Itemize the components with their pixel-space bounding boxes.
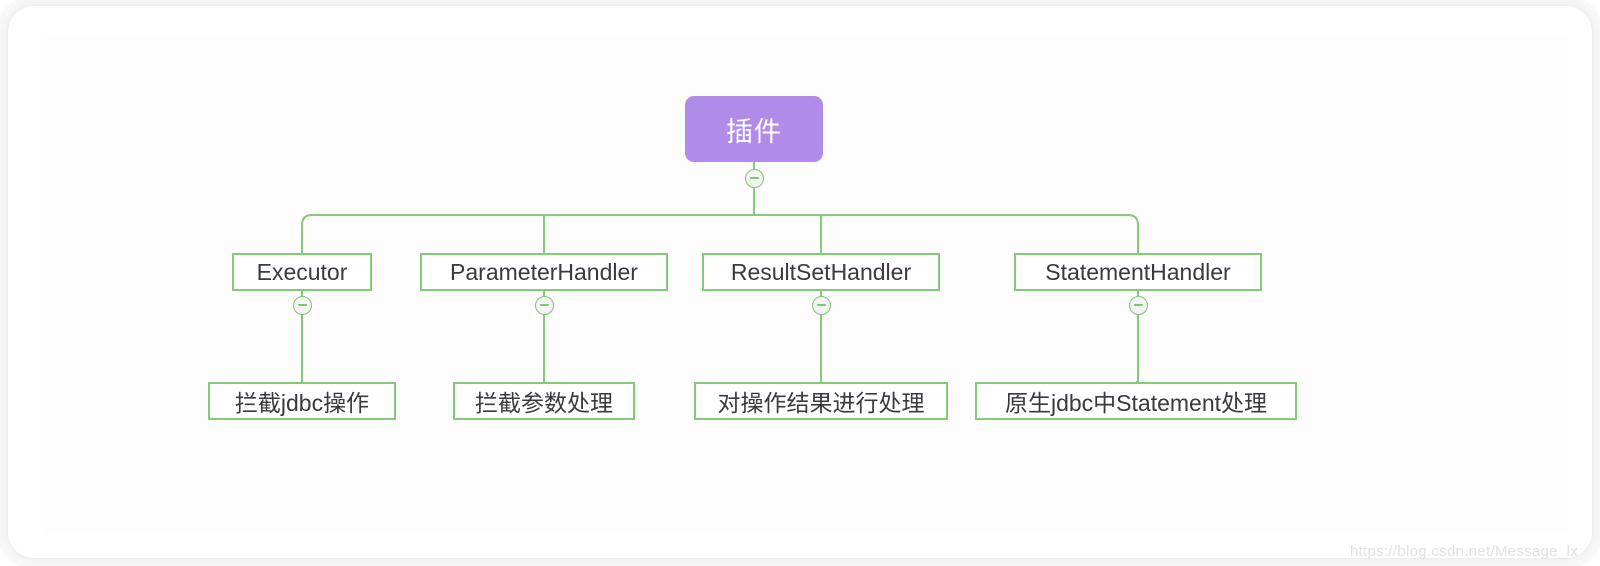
leaf-node-0[interactable]: 拦截jdbc操作 xyxy=(208,382,396,420)
leaf-node-1-label: 拦截参数处理 xyxy=(475,390,613,416)
branch-collapse-toggle-0[interactable] xyxy=(292,295,312,315)
leaf-node-0-label: 拦截jdbc操作 xyxy=(234,390,370,416)
minus-icon xyxy=(1133,304,1143,306)
watermark-text: https://blog.csdn.net/Message_lx xyxy=(1349,543,1578,560)
leaf-node-2[interactable]: 对操作结果进行处理 xyxy=(694,382,948,420)
branch-node-2[interactable]: ResultSetHandler xyxy=(702,253,940,291)
leaf-node-2-label: 对操作结果进行处理 xyxy=(717,390,925,416)
leaf-node-3-label: 原生jdbc中Statement处理 xyxy=(1004,390,1268,416)
minus-icon xyxy=(539,304,549,306)
branch-node-0[interactable]: Executor xyxy=(232,253,372,291)
root-node-label: 插件 xyxy=(726,116,782,147)
branch-node-3-label: StatementHandler xyxy=(1045,258,1231,285)
branch-node-1[interactable]: ParameterHandler xyxy=(420,253,668,291)
branch-node-1-label: ParameterHandler xyxy=(450,258,638,285)
minus-icon xyxy=(816,304,826,306)
minus-icon xyxy=(749,177,759,179)
branch-node-2-label: ResultSetHandler xyxy=(730,258,912,285)
root-node[interactable]: 插件 xyxy=(685,96,823,162)
minus-icon xyxy=(297,304,307,306)
leaf-node-1[interactable]: 拦截参数处理 xyxy=(453,382,635,420)
leaf-node-3[interactable]: 原生jdbc中Statement处理 xyxy=(975,382,1297,420)
branch-node-0-label: Executor xyxy=(256,258,348,285)
branch-collapse-toggle-3[interactable] xyxy=(1128,295,1148,315)
branch-collapse-toggle-2[interactable] xyxy=(811,295,831,315)
root-collapse-toggle[interactable] xyxy=(744,168,764,188)
branch-node-3[interactable]: StatementHandler xyxy=(1014,253,1262,291)
branch-collapse-toggle-1[interactable] xyxy=(534,295,554,315)
